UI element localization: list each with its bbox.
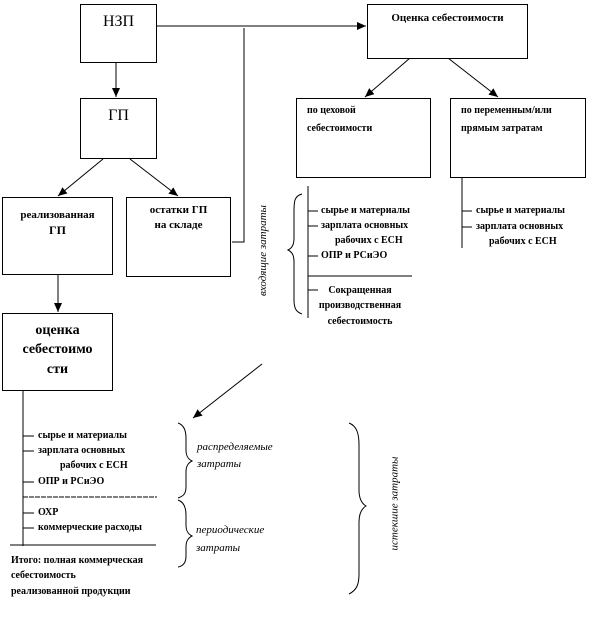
- warehouse-gp-label-2: на складе: [154, 219, 203, 231]
- bottom-item-materials: сырье и материалы: [38, 430, 127, 441]
- bottom-item-ohr: ОХР: [38, 507, 59, 518]
- bottom-item-commercial: коммерческие расходы: [38, 522, 142, 533]
- brace-periodic: [177, 499, 194, 568]
- expired-costs-label: истекшие затраты: [388, 456, 401, 551]
- total-line-3: реализованной продукции: [11, 586, 131, 597]
- variable-item-wages-1: зарплата основных: [476, 221, 564, 232]
- cost-estimate-bottom-label-3: сти: [46, 362, 69, 377]
- brace-expired: [348, 422, 367, 595]
- nzp-box: НЗП: [80, 4, 157, 63]
- warehouse-link-line: [232, 28, 245, 243]
- cost-estimate-top-label: Оценка себестоимости: [391, 12, 504, 24]
- incoming-costs-label: входящие затраты: [256, 205, 269, 296]
- realized-gp-label-1: реализованная: [20, 209, 95, 221]
- cost-estimate-bottom-label-2: себестоимо: [22, 342, 93, 357]
- brace-distributed: [177, 422, 194, 499]
- bottom-item-opr: ОПР и РСиЭО: [38, 476, 105, 487]
- cost-estimate-top-box: Оценка себестоимости: [367, 4, 528, 59]
- periodic-costs-label-1: периодические: [196, 524, 265, 536]
- warehouse-gp-label-1: остатки ГП: [149, 204, 208, 216]
- full-cost-label-1: по цеховой: [307, 105, 356, 116]
- total-line-2: себестоимость: [11, 570, 76, 581]
- distributed-costs-label-1: распределяемые: [197, 441, 273, 453]
- full-cost-item-wages-1: зарплата основных: [321, 220, 409, 231]
- bottom-item-wages-1: зарплата основных: [38, 445, 126, 456]
- warehouse-gp-box: остатки ГП на складе: [126, 197, 231, 277]
- variable-item-wages-2: рабочих с ЕСН: [489, 236, 557, 247]
- variable-cost-label-2: прямым затратам: [461, 123, 543, 134]
- arrow-gp-realized: [57, 158, 104, 197]
- full-cost-summary-3: себестоимость: [327, 316, 393, 327]
- cost-estimate-bottom-label-1: оценка: [35, 323, 80, 338]
- arrow-cost-variable: [447, 57, 499, 98]
- variable-cost-label-1: по переменным/или: [461, 105, 552, 116]
- arrow-cost-full: [364, 57, 411, 98]
- arrow-gp-warehouse: [129, 158, 179, 197]
- bottom-item-wages-2: рабочих с ЕСН: [60, 460, 128, 471]
- periodic-costs-label-2: затраты: [196, 542, 241, 554]
- realized-gp-box: реализованная ГП: [2, 197, 113, 275]
- variable-cost-box: по переменным/или прямым затратам: [450, 98, 586, 178]
- total-line-1: Итого: полная коммерческая: [11, 555, 144, 566]
- brace-incoming: [286, 193, 303, 315]
- full-cost-summary-2: производственная: [318, 300, 402, 311]
- cost-estimate-bottom-box: оценка себестоимо сти: [2, 313, 113, 391]
- full-cost-item-opr: ОПР и РСиЭО: [321, 250, 388, 261]
- full-cost-label-2: себестоимости: [307, 123, 373, 134]
- full-cost-box: по цеховой себестоимости: [296, 98, 431, 178]
- arrow-to-bottom-list: [192, 363, 263, 419]
- nzp-label: НЗП: [102, 13, 135, 30]
- distributed-costs-label-2: затраты: [197, 458, 242, 470]
- variable-item-materials: сырье и материалы: [476, 205, 565, 216]
- full-cost-item-wages-2: рабочих с ЕСН: [335, 235, 403, 246]
- gp-label: ГП: [108, 107, 129, 124]
- gp-box: ГП: [80, 98, 157, 159]
- full-cost-summary-1: Сокращенная: [328, 285, 392, 296]
- realized-gp-label-2: ГП: [49, 223, 66, 237]
- full-cost-item-materials: сырье и материалы: [321, 205, 410, 216]
